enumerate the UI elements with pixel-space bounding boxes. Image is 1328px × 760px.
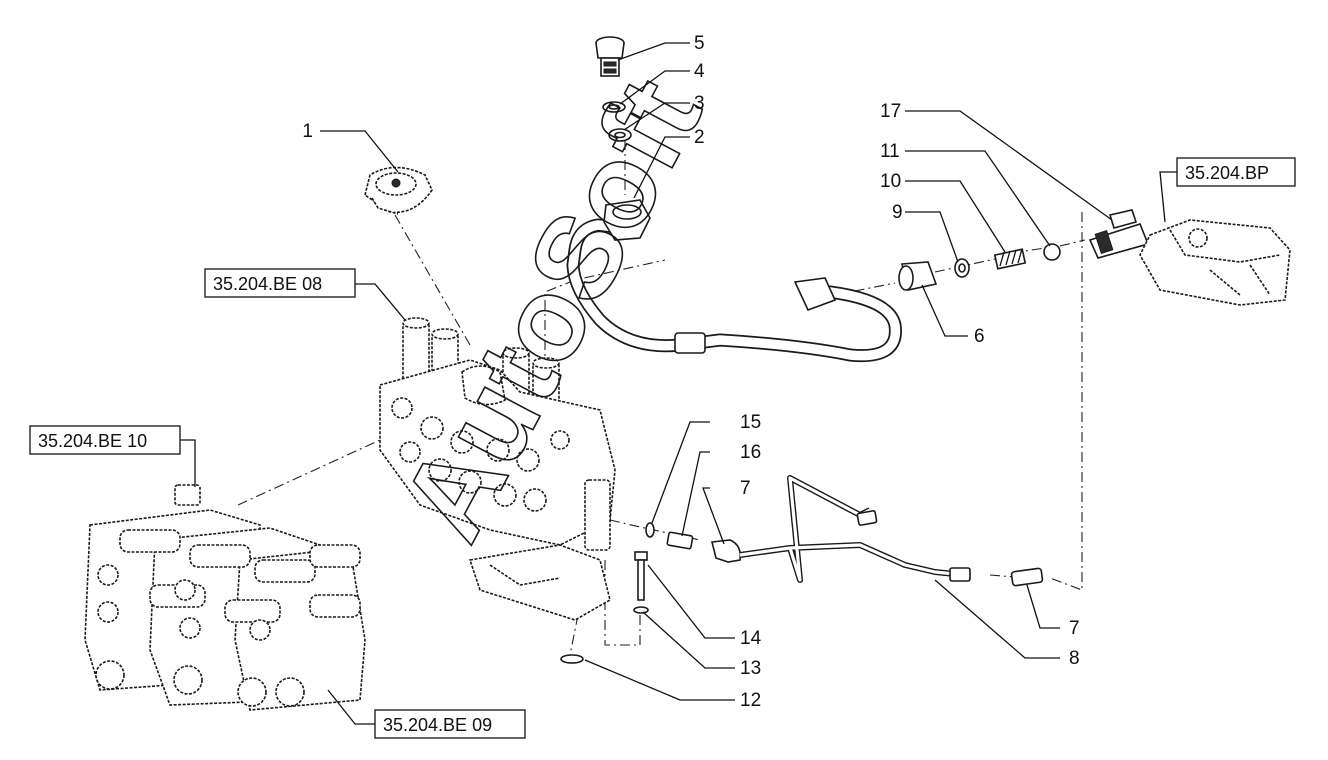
part-1-cap bbox=[364, 166, 433, 215]
reference-box-be08[interactable]: 35.204.BE 08 bbox=[204, 268, 356, 298]
callout-14: 14 bbox=[740, 628, 762, 649]
reference-label-be09: 35.204.BE 09 bbox=[383, 715, 492, 735]
part-9-washer bbox=[954, 258, 970, 278]
callout-16: 16 bbox=[740, 442, 761, 463]
part-3-washer bbox=[608, 128, 632, 142]
part-13-oring bbox=[633, 606, 649, 614]
part-5-plug bbox=[595, 36, 625, 77]
callout-15: 15 bbox=[740, 412, 761, 433]
callout-7-upper: 7 bbox=[740, 478, 751, 499]
part-16-adapter bbox=[666, 531, 694, 550]
leader-lines bbox=[180, 42, 1177, 725]
reference-label-be08: 35.204.BE 08 bbox=[213, 274, 322, 294]
part-17-coupler bbox=[1088, 209, 1150, 259]
valve-stack-be10-be09 bbox=[84, 484, 366, 711]
callout-17: 17 bbox=[880, 101, 901, 122]
part-11-ball bbox=[1043, 243, 1061, 261]
callout-10: 10 bbox=[880, 171, 901, 192]
part-8-tube bbox=[739, 475, 971, 583]
part-7-elbow-upper bbox=[711, 539, 742, 563]
callout-7-lower: 7 bbox=[1069, 618, 1080, 639]
part-2-pipe bbox=[566, 199, 902, 363]
part-14-bolt bbox=[634, 551, 648, 601]
assembly-centerlines bbox=[237, 140, 1086, 656]
part-12-oring bbox=[560, 654, 584, 664]
reference-box-be09[interactable]: 35.204.BE 09 bbox=[374, 709, 526, 739]
callout-6: 6 bbox=[974, 326, 985, 347]
part-6-fitting bbox=[898, 261, 938, 291]
bp-housing bbox=[1139, 219, 1291, 306]
callout-8: 8 bbox=[1069, 648, 1080, 669]
control-valve-assembly bbox=[379, 317, 616, 621]
callout-13: 13 bbox=[740, 658, 761, 679]
callout-numbers: 1 5 4 3 2 17 11 10 9 6 15 16 7 14 13 12 … bbox=[302, 33, 1079, 711]
callout-2: 2 bbox=[694, 127, 705, 148]
callout-9: 9 bbox=[892, 202, 903, 223]
callout-4: 4 bbox=[694, 61, 705, 82]
reference-box-be10[interactable]: 35.204.BE 10 bbox=[29, 425, 181, 455]
reference-label-bp: 35.204.BP bbox=[1185, 163, 1269, 183]
callout-5: 5 bbox=[694, 33, 705, 54]
part-7-elbow-lower bbox=[1010, 567, 1044, 587]
part-15-seal bbox=[645, 522, 655, 538]
reference-label-be10: 35.204.BE 10 bbox=[38, 431, 147, 451]
callout-11: 11 bbox=[880, 141, 900, 162]
part-10-spring bbox=[993, 248, 1027, 270]
callout-3: 3 bbox=[694, 93, 705, 114]
callout-1: 1 bbox=[302, 121, 313, 142]
part-4-washer bbox=[602, 101, 626, 113]
reference-box-bp[interactable]: 35.204.BP bbox=[1176, 157, 1296, 187]
callout-12: 12 bbox=[740, 690, 761, 711]
